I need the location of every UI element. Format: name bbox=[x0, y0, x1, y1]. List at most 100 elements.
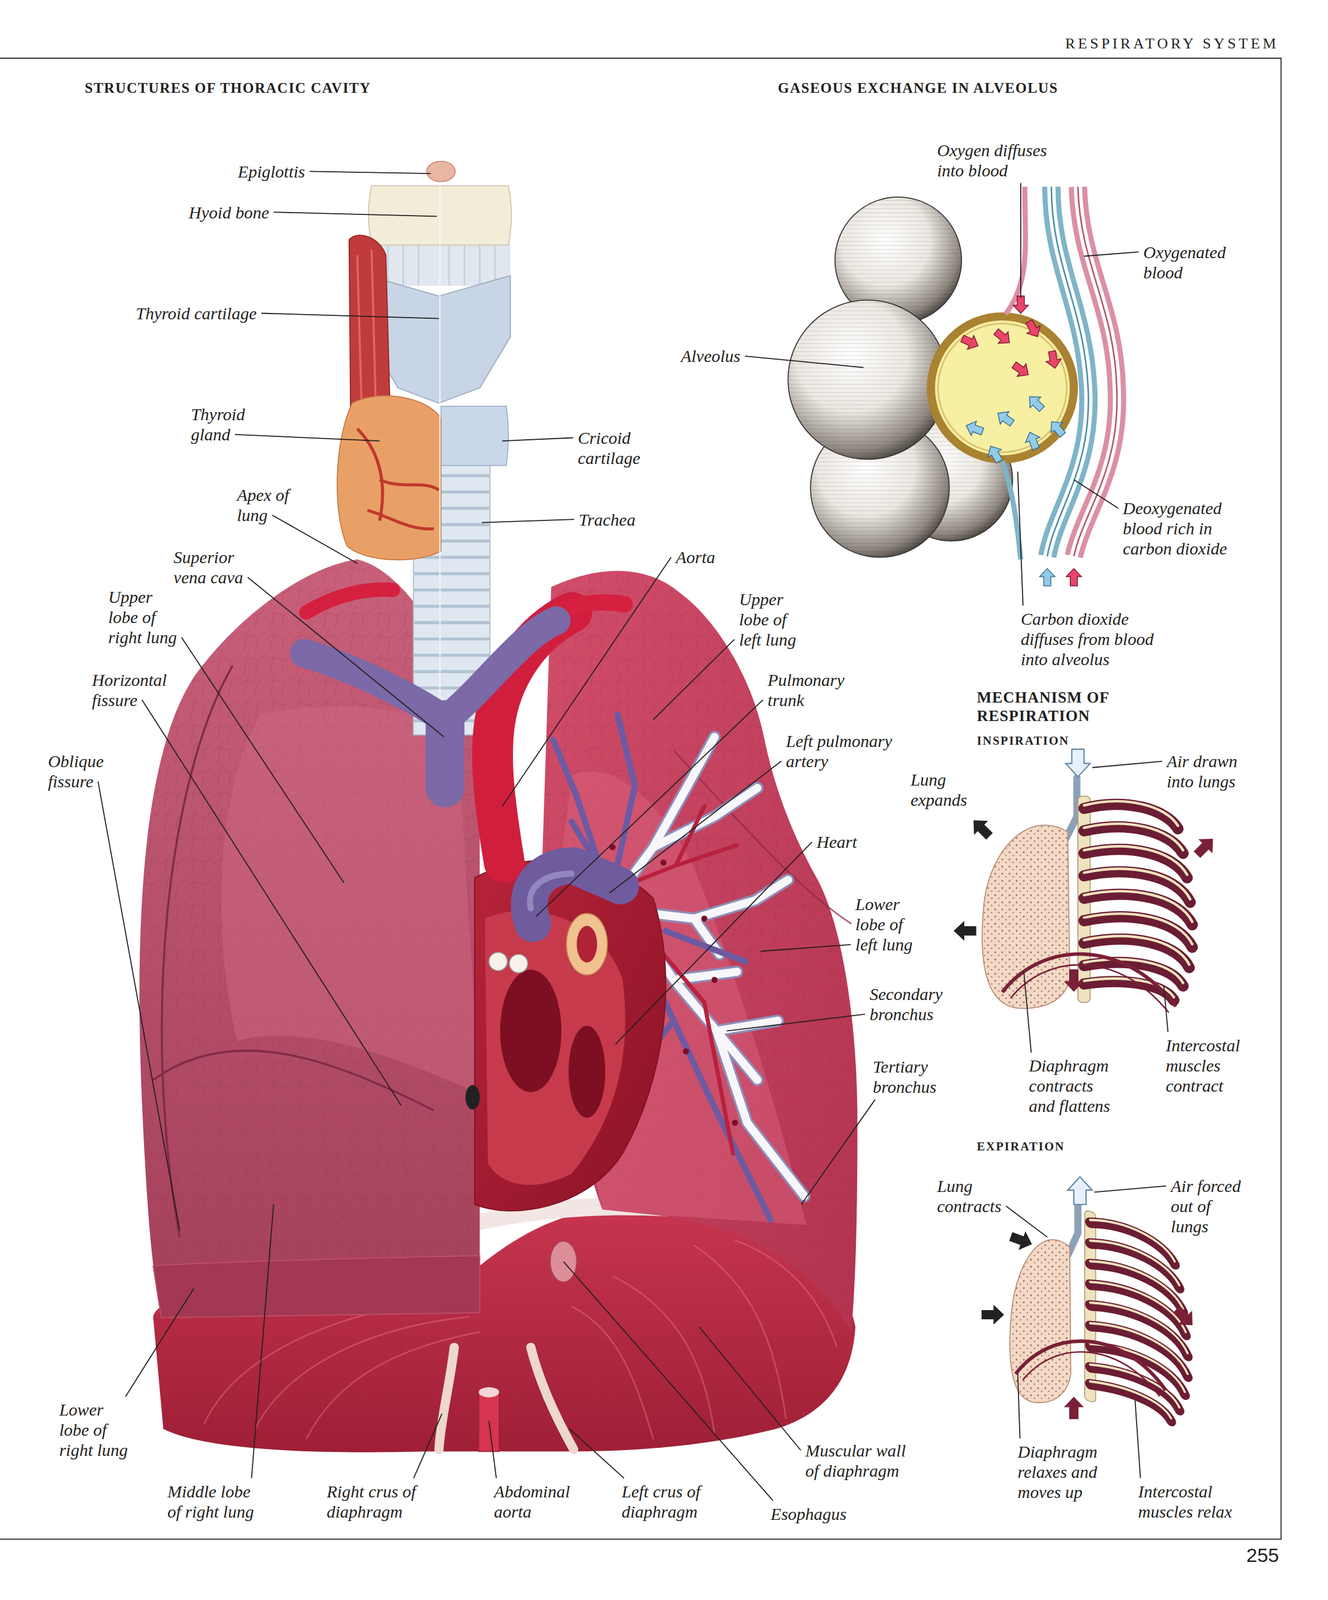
pulmonary-trunk bbox=[529, 865, 621, 924]
rib-highlight bbox=[1084, 801, 1193, 998]
movement-arrow bbox=[1007, 1227, 1036, 1254]
fissure bbox=[153, 665, 435, 1238]
lung bbox=[1009, 1239, 1071, 1403]
running-header: RESPIRATORY SYSTEM bbox=[1065, 34, 1280, 54]
part-label: Trachea bbox=[578, 509, 636, 530]
sub-heading: EXPIRATION bbox=[976, 1138, 1066, 1154]
artery bbox=[559, 602, 625, 611]
part-label: Superior vena cava bbox=[173, 546, 255, 588]
air-arrow bbox=[1065, 749, 1091, 777]
valve-ring bbox=[566, 913, 608, 975]
leader-line bbox=[801, 1099, 875, 1205]
movement-arrow bbox=[1064, 1396, 1085, 1420]
leader-line bbox=[1163, 985, 1169, 1033]
carbon-dioxide-arrow bbox=[1024, 391, 1048, 415]
carbon-dioxide-arrow bbox=[1045, 416, 1069, 440]
part-label: Abdominal aorta bbox=[493, 1481, 581, 1522]
alveolus-section bbox=[930, 316, 1074, 460]
process-label: Lung expands bbox=[910, 769, 975, 810]
part-label: Esophagus bbox=[770, 1503, 847, 1524]
lung-surface bbox=[541, 571, 858, 1333]
blood-vessel bbox=[1073, 186, 1118, 557]
left-lung bbox=[541, 571, 858, 1333]
process-label: Air drawn into lungs bbox=[1166, 751, 1242, 792]
part-label: Upper lobe of left lung bbox=[738, 589, 810, 650]
upper-lobe bbox=[221, 707, 480, 1095]
movement-arrow bbox=[966, 813, 997, 844]
leader-line bbox=[745, 356, 865, 368]
page-number: 255 bbox=[1246, 1543, 1280, 1567]
leader-line bbox=[272, 515, 358, 564]
heart-vessels bbox=[304, 589, 666, 1211]
process-label: Oxygen diffuses into blood bbox=[937, 140, 1053, 181]
process-label: Intercostal muscles contract bbox=[1165, 1035, 1247, 1096]
rib-highlight bbox=[1089, 1216, 1188, 1423]
leader-line bbox=[536, 699, 764, 917]
leader-line bbox=[141, 699, 402, 1106]
part-label: Heart bbox=[816, 831, 858, 852]
blood-vessel bbox=[1073, 186, 1118, 557]
part-label: Middle lobe of right lung bbox=[167, 1481, 260, 1522]
process-label: Lung contracts bbox=[937, 1175, 1007, 1217]
vessel-dot bbox=[683, 1048, 690, 1055]
blood-vessel bbox=[1073, 186, 1118, 557]
part-label: Thyroid gland bbox=[190, 404, 260, 445]
part-label: Lower lobe of right lung bbox=[59, 1399, 135, 1460]
carbon-dioxide-arrow bbox=[963, 391, 1069, 587]
diaphragm-line bbox=[1022, 1351, 1160, 1397]
movement-arrow bbox=[1169, 1302, 1200, 1333]
oxygen-arrow bbox=[1066, 568, 1082, 586]
carbon-dioxide-arrow bbox=[1022, 429, 1043, 452]
vena-cava bbox=[304, 620, 557, 720]
heart bbox=[474, 859, 666, 1211]
part-label: Alveolus bbox=[680, 345, 741, 367]
leader-line bbox=[502, 557, 671, 807]
part-label: Cricoid cartilage bbox=[577, 427, 659, 469]
lung bbox=[982, 825, 1070, 1009]
artery bbox=[306, 589, 394, 613]
leader-line bbox=[309, 171, 431, 174]
lower-lobe-band bbox=[153, 1255, 481, 1318]
valve bbox=[509, 954, 528, 973]
leader-line bbox=[726, 1014, 866, 1032]
movement-arrow bbox=[1064, 969, 1085, 992]
leader-line bbox=[1005, 1206, 1048, 1238]
leader-line bbox=[247, 577, 445, 738]
part-label: Left crus of diaphragm bbox=[621, 1481, 720, 1522]
part-label: Oxygenated blood bbox=[1143, 242, 1242, 283]
part-label: Tertiary bronchus bbox=[872, 1056, 960, 1097]
air-arrow bbox=[1067, 1176, 1093, 1205]
leader-line bbox=[699, 1326, 801, 1451]
part-label: Right crus of diaphragm bbox=[326, 1481, 425, 1522]
movement-arrow bbox=[981, 1304, 1005, 1326]
leader-line bbox=[481, 519, 575, 523]
part-label: Oblique fissure bbox=[47, 751, 118, 792]
oxygen-arrow bbox=[991, 325, 1015, 349]
leader-line bbox=[1073, 479, 1119, 508]
diaphragm-line bbox=[1010, 964, 1169, 1013]
carbon-dioxide-arrow bbox=[983, 442, 1006, 466]
process-label: Diaphragm contracts and flattens bbox=[1028, 1055, 1116, 1116]
vessel-dot bbox=[711, 976, 718, 984]
leader-line bbox=[261, 313, 439, 319]
process-label: Air forced out of lungs bbox=[1170, 1175, 1245, 1237]
model-pin bbox=[465, 1085, 481, 1111]
leader-line bbox=[569, 1428, 624, 1478]
illustration bbox=[0, 58, 1282, 1540]
leader-line bbox=[181, 637, 345, 884]
leader-line bbox=[488, 1420, 497, 1478]
larynx-trachea bbox=[337, 161, 512, 735]
leader-line bbox=[1084, 251, 1139, 256]
section-heading: MECHANISM OF RESPIRATION bbox=[976, 688, 1139, 726]
esophagus bbox=[550, 1240, 577, 1282]
membrane bbox=[379, 242, 511, 286]
highlight bbox=[529, 873, 572, 909]
vessel-dot bbox=[701, 915, 708, 923]
leader-line bbox=[235, 434, 380, 441]
valve bbox=[488, 952, 508, 971]
model-split bbox=[439, 183, 441, 735]
oxygen-arrow bbox=[1013, 296, 1029, 314]
rib-cage bbox=[1084, 1209, 1188, 1428]
